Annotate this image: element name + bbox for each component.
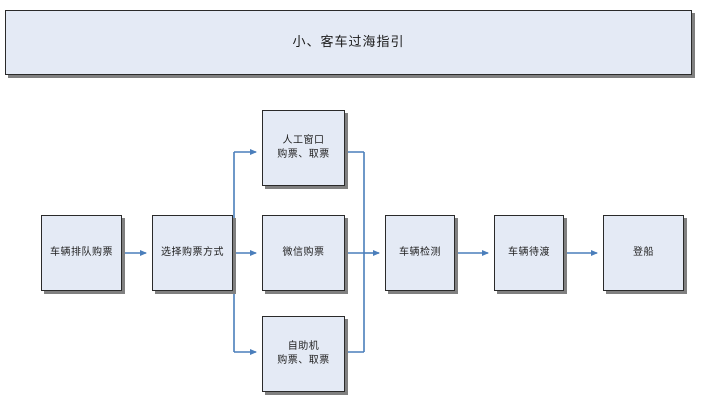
node-label-line2: 购票、取票 xyxy=(277,149,330,160)
node-label-line1: 自助机 xyxy=(287,340,320,352)
node-label: 车辆排队购票 xyxy=(50,246,113,258)
flow-node-choose-ticket-method[interactable]: 选择购票方式 xyxy=(152,215,233,291)
node-label-line1: 人工窗口 xyxy=(282,134,325,146)
flow-node-wechat-ticket[interactable]: 微信购票 xyxy=(262,215,345,291)
chart-title-text: 小、客车过海指引 xyxy=(292,34,405,50)
flow-node-boarding[interactable]: 登船 xyxy=(603,215,684,291)
node-label-line2: 购票、取票 xyxy=(277,355,330,366)
node-label: 车辆待渡 xyxy=(508,246,550,258)
chart-title-banner: 小、客车过海指引 xyxy=(5,10,692,75)
flow-node-manual-counter[interactable]: 人工窗口 购票、取票 xyxy=(262,110,345,186)
node-label: 选择购票方式 xyxy=(161,246,224,258)
flow-node-vehicle-inspection[interactable]: 车辆检测 xyxy=(385,215,455,291)
node-label: 登船 xyxy=(633,246,654,258)
node-label: 微信购票 xyxy=(282,246,325,258)
flow-node-vehicle-waiting[interactable]: 车辆待渡 xyxy=(494,215,564,291)
node-label: 车辆检测 xyxy=(399,246,441,258)
flow-node-self-service-kiosk[interactable]: 自助机 购票、取票 xyxy=(262,316,345,392)
flow-node-vehicle-queue[interactable]: 车辆排队购票 xyxy=(41,215,122,291)
